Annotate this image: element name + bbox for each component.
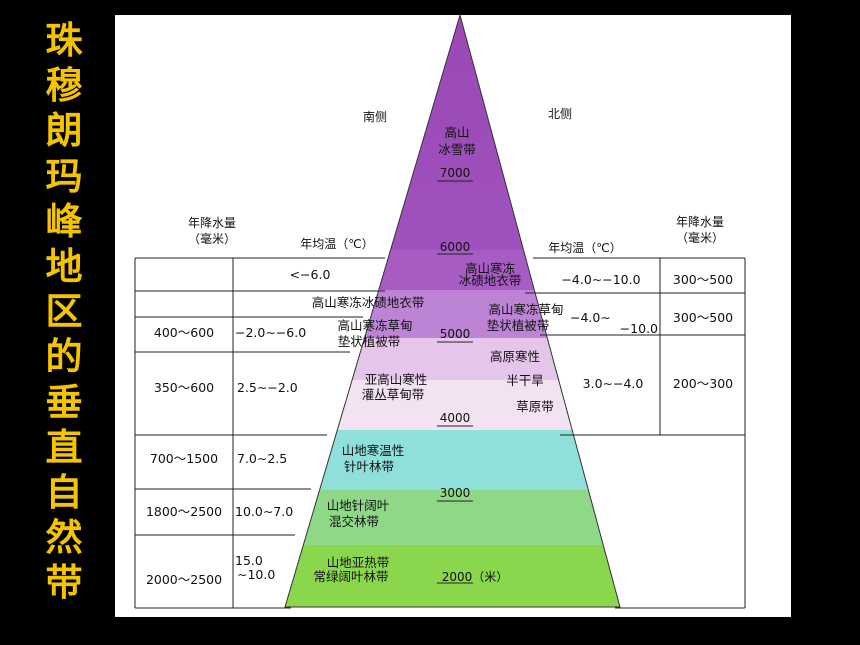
vertical-title: 珠穆朗玛峰地区的垂直自然带 <box>40 18 88 606</box>
south-temp-row6-1: 15.0 <box>235 553 263 568</box>
title-char: 珠 <box>45 19 83 62</box>
band-evergreen <box>285 545 620 607</box>
north-temp-row1: −4.0∼−10.0 <box>561 272 640 287</box>
south-label: 南侧 <box>363 109 387 124</box>
zone-mixed-1: 山地针阔叶 <box>327 498 390 513</box>
band-subalpine-upper <box>285 338 620 380</box>
diagram-panel: 南侧 北侧 年降水量 （毫米） 年均温（℃） 年均温（℃） 年降水量 （毫米） … <box>115 15 791 617</box>
zone-conifer-1: 山地寒温性 <box>342 443 405 458</box>
altitude-underlines <box>437 180 473 584</box>
zone-north-meadow-2: 垫状植被带 <box>487 318 550 333</box>
south-precip-row5: 1800～2500 <box>146 504 222 519</box>
zone-subalpine-2: 灌丛草甸带 <box>362 387 425 402</box>
zone-north-steppe-2: 半干旱 <box>506 373 544 388</box>
altitude-labels: 7000 6000 5000 4000 3000 2000（米） <box>440 166 509 584</box>
altitude-5000: 5000 <box>440 327 471 341</box>
headers: 南侧 北侧 年降水量 （毫米） 年均温（℃） 年均温（℃） 年降水量 （毫米） <box>188 107 724 255</box>
pyramid-outline <box>284 15 621 608</box>
north-precip-row3: 200～300 <box>673 376 733 391</box>
title-char: 地 <box>45 245 83 289</box>
south-precip-row3: 350～600 <box>154 380 214 395</box>
zone-labels: 高山 冰雪带 高山寒冻 冰碛地衣带 高山寒冻冰碛地衣带 高山寒冻草甸 垫状植被带… <box>312 125 564 584</box>
title-char: 朗 <box>45 109 83 153</box>
zone-north-steppe-1: 高原寒性 <box>490 349 540 364</box>
title-char: 带 <box>45 561 83 605</box>
title-char: 穆 <box>45 64 83 108</box>
south-table: <−6.0 400～600 −2.0∼−6.0 350～600 2.5∼−2.0… <box>146 267 331 587</box>
title-char: 直 <box>45 425 83 469</box>
zone-north-meadow-1: 高山寒冻草甸 <box>488 302 563 317</box>
title-char: 峰 <box>45 199 83 243</box>
vertical-zonation-diagram: 南侧 北侧 年降水量 （毫米） 年均温（℃） 年均温（℃） 年降水量 （毫米） … <box>134 15 746 609</box>
altitude-7000: 7000 <box>440 166 471 180</box>
south-temp-row5: 10.0∼7.0 <box>235 504 293 519</box>
title-char: 的 <box>45 335 83 379</box>
altitude-2000: 2000（米） <box>442 570 509 584</box>
north-temp-row2-2: −10.0 <box>620 321 658 336</box>
south-temp-row2: −2.0∼−6.0 <box>235 325 306 340</box>
precip-right-header-1: 年降水量 <box>676 215 724 229</box>
zone-subalpine-1: 亚高山寒性 <box>365 372 428 387</box>
north-label: 北侧 <box>548 107 572 121</box>
precip-left-header-1: 年降水量 <box>188 216 236 230</box>
altitude-6000: 6000 <box>440 240 471 254</box>
north-table: −4.0∼−10.0 300～500 −4.0∼ −10.0 300～500 3… <box>561 272 733 391</box>
south-precip-row4: 700～1500 <box>150 451 218 466</box>
zone-snow-2: 冰雪带 <box>438 142 476 157</box>
zone-north-tundra-2: 冰碛地衣带 <box>459 273 522 288</box>
zone-south-meadow-1: 高山寒冻草甸 <box>337 318 412 333</box>
zone-snow-1: 高山 <box>444 125 469 140</box>
south-precip-row6: 2000～2500 <box>146 572 222 587</box>
south-temp-row4: 7.0∼2.5 <box>237 451 287 466</box>
zone-north-tundra-1: 高山寒冻 <box>465 261 515 276</box>
altitude-3000: 3000 <box>440 486 471 500</box>
temp-left-header: 年均温（℃） <box>300 237 373 251</box>
north-temp-row2-1: −4.0∼ <box>570 310 611 325</box>
precip-left-header-2: （毫米） <box>188 231 236 246</box>
title-char: 自 <box>45 471 83 515</box>
south-temp-row1: <−6.0 <box>290 267 331 282</box>
zone-evergreen-1: 山地亚热带 <box>327 555 390 570</box>
temp-right-header: 年均温（℃） <box>548 241 621 255</box>
north-precip-row1: 300～500 <box>673 272 733 287</box>
north-precip-row2: 300～500 <box>673 310 733 325</box>
south-precip-row2: 400～600 <box>154 325 214 340</box>
zone-north-steppe-3: 草原带 <box>516 399 554 414</box>
zone-south-tundra: 高山寒冻冰碛地衣带 <box>312 295 425 310</box>
south-temp-row6-2: ∼10.0 <box>237 567 275 582</box>
table-grid <box>134 257 746 609</box>
band-conifer <box>285 430 620 490</box>
altitude-4000: 4000 <box>440 411 471 425</box>
title-char: 玛 <box>45 154 83 198</box>
north-temp-row3: 3.0∼−4.0 <box>583 376 644 391</box>
band-mixed <box>285 490 620 545</box>
zone-south-meadow-2: 垫状植被带 <box>338 334 401 349</box>
south-temp-row3: 2.5∼−2.0 <box>237 380 298 395</box>
title-char: 然 <box>45 516 83 560</box>
title-char: 区 <box>45 290 83 334</box>
title-char: 垂 <box>45 380 83 424</box>
precip-right-header-2: （毫米） <box>676 230 724 245</box>
zone-conifer-2: 针叶林带 <box>344 459 394 474</box>
zone-mixed-2: 混交林带 <box>329 514 379 529</box>
zone-evergreen-2: 常绿阔叶林带 <box>313 569 388 584</box>
